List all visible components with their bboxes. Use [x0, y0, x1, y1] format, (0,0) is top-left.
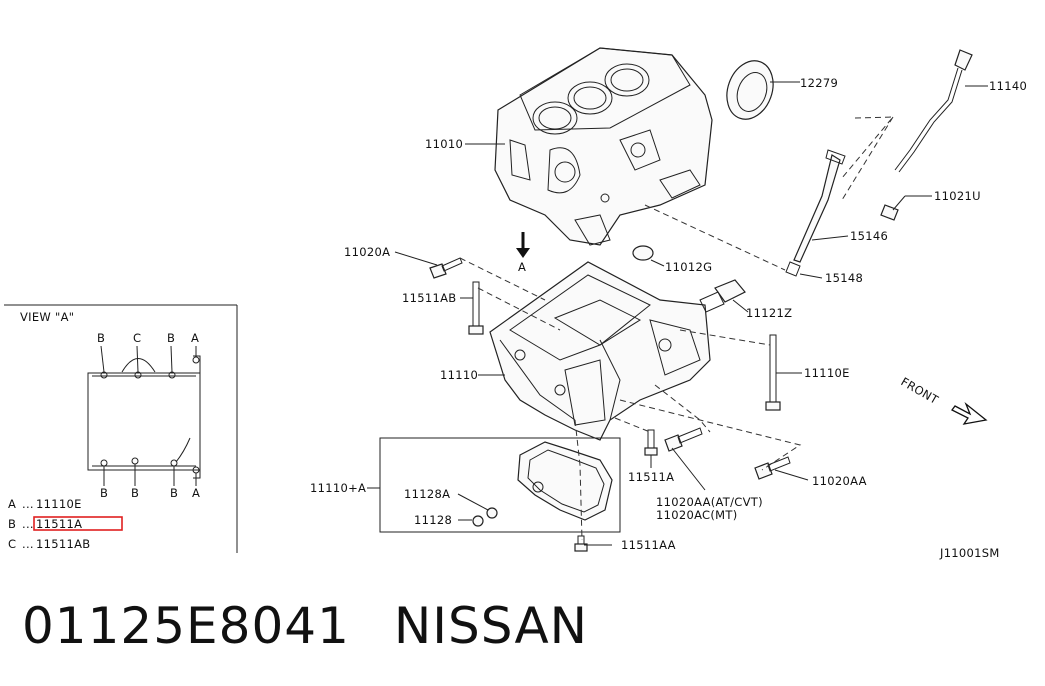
bolt-11110e [765, 334, 781, 411]
view-a-inset: VIEW "A" B C B A [4, 304, 238, 553]
label-11020aa: 11020AA [812, 474, 867, 488]
oil-pan-lower-assembly [379, 437, 621, 533]
brand-name: NISSAN [393, 597, 589, 655]
leader-lines [367, 81, 988, 546]
label-15148: 15148 [825, 271, 863, 285]
marker-c-top: C [133, 331, 141, 345]
rear-oil-seal [726, 60, 774, 120]
front-arrow-icon [951, 401, 988, 425]
marker-b-bottom-1: B [100, 486, 108, 500]
marker-a-bottom: A [192, 486, 200, 500]
label-12279: 12279 [800, 76, 838, 90]
legend-part-b: 11511A [36, 517, 82, 531]
view-a-pan-outline [87, 355, 201, 479]
bolt-11511a [644, 429, 658, 456]
legend-key-a: A [8, 497, 16, 511]
plug-11012g [632, 245, 654, 261]
view-a-title: VIEW "A" [20, 310, 74, 324]
bolt-11511aa [574, 535, 588, 552]
view-a-top-markers: B C B A [97, 331, 199, 373]
cylinder-block [494, 47, 713, 246]
label-11140: 11140 [989, 79, 1027, 93]
footer-caption: 01125E8041 NISSAN [22, 597, 588, 655]
label-15146: 15146 [850, 229, 888, 243]
view-a-bottom-markers: B B B A [100, 464, 200, 500]
label-11110e: 11110E [804, 366, 850, 380]
label-11128: 11128 [414, 513, 452, 527]
label-11121z: 11121Z [746, 306, 792, 320]
label-11511aa: 11511AA [621, 538, 676, 552]
diagram-code: J11001SM [939, 546, 1000, 560]
view-a-legend: A ... 11110E B ... 11511A C ... 11511AB [8, 497, 123, 551]
bolt-11020aa [754, 456, 791, 480]
dipstick-guide-tube [785, 149, 846, 277]
legend-dots-b: ... [22, 517, 34, 531]
label-11010: 11010 [425, 137, 463, 151]
label-11020ac-mt: 11020AC(MT) [656, 508, 738, 522]
part-number: 01125E8041 [22, 597, 350, 655]
oil-dipstick [894, 49, 973, 173]
marker-a-top: A [191, 331, 199, 345]
legend-part-c: 11511AB [36, 537, 90, 551]
label-11128a: 11128A [404, 487, 450, 501]
view-a-arrow: A [516, 232, 530, 274]
label-11012g: 11012G [665, 260, 712, 274]
part-labels: 12279 11140 11010 11021U 15146 11020A 11… [310, 76, 1027, 560]
bolt-11020aa-at [664, 427, 703, 452]
assembly-dashed-lines [459, 116, 895, 541]
legend-dots-c: ... [22, 537, 34, 551]
bolt-11511ab [468, 281, 484, 335]
oil-pan-upper [489, 261, 711, 441]
marker-b-top-1: B [97, 331, 105, 345]
label-11020a: 11020A [344, 245, 390, 259]
front-indicator: FRONT [899, 374, 988, 425]
label-11511a: 11511A [628, 470, 674, 484]
marker-b-bottom-2: B [131, 486, 139, 500]
label-11511ab: 11511AB [402, 291, 456, 305]
label-11110-a: 11110+A [310, 481, 366, 495]
sensor-11121z [699, 279, 746, 313]
marker-b-bottom-3: B [170, 486, 178, 500]
legend-key-b: B [8, 517, 16, 531]
label-11020aa-at-cvt: 11020AA(AT/CVT) [656, 495, 763, 509]
label-11021u: 11021U [934, 189, 981, 203]
view-a-arrow-label: A [518, 260, 526, 274]
legend-dots-a: ... [22, 497, 34, 511]
bolt-11020a [429, 257, 463, 279]
marker-b-top-2: B [167, 331, 175, 345]
front-label: FRONT [899, 374, 942, 407]
label-11110: 11110 [440, 368, 478, 382]
legend-part-a: 11110E [36, 497, 82, 511]
legend-key-c: C [8, 537, 16, 551]
legend-highlight-box [33, 516, 123, 531]
